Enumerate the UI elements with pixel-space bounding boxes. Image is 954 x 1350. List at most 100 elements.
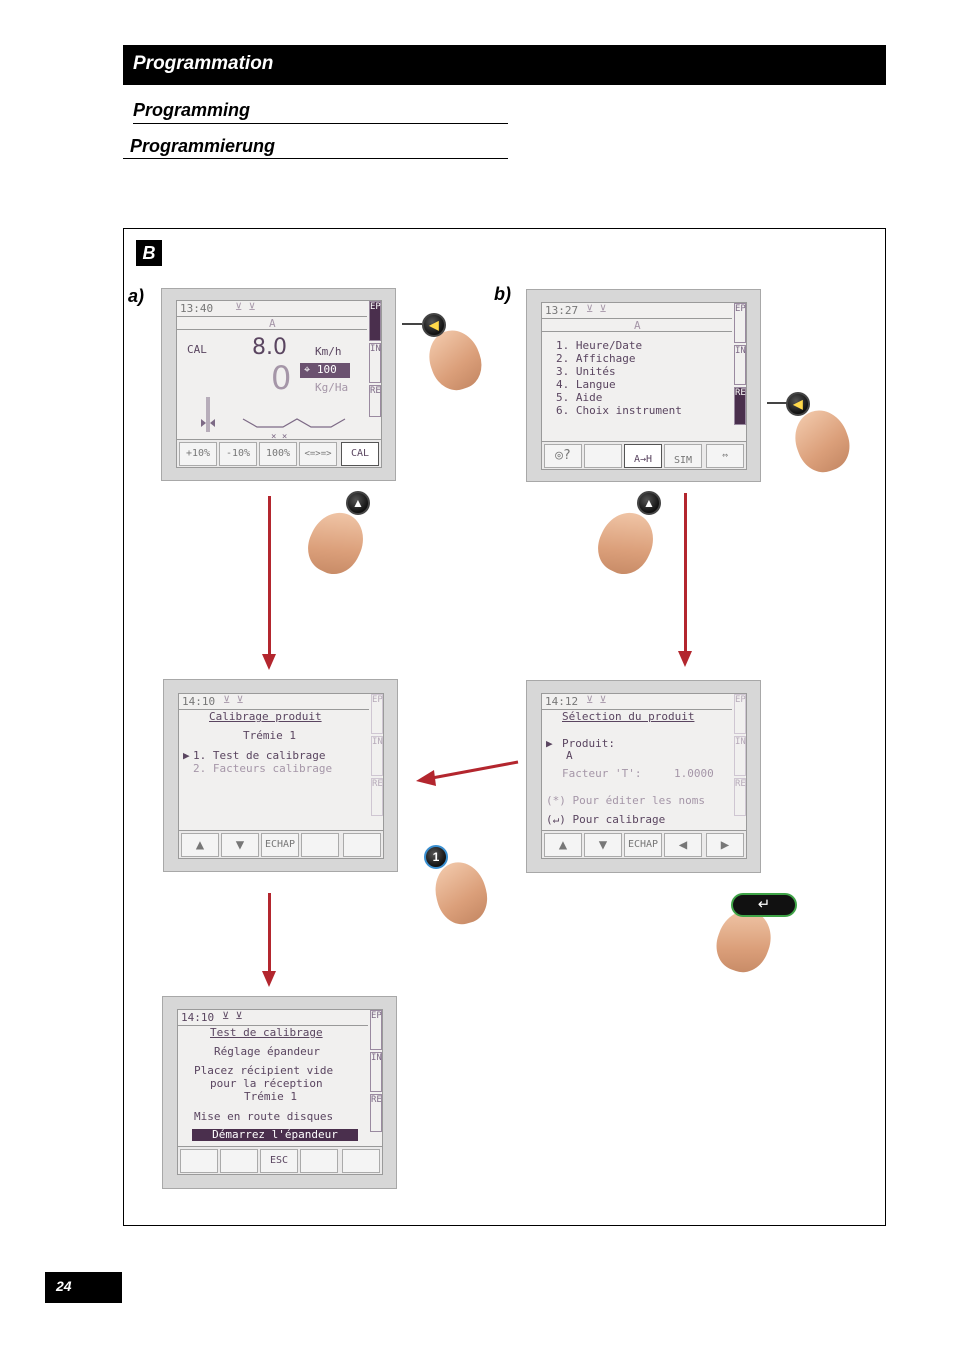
fkey-left[interactable]: ◀ (664, 833, 702, 857)
menu-item-5[interactable]: 5. Aide (556, 391, 603, 404)
screen-e: 14:10 ⊻ ⊻ Test de calibrage Réglage épan… (162, 996, 397, 1189)
product-label: Produit: (562, 737, 615, 750)
fkey-down[interactable]: ▼ (584, 833, 622, 857)
flow-arrow-b-down (684, 493, 687, 651)
up-arrow-button[interactable]: ▲ (346, 491, 370, 515)
spread-icon: ⇔ (721, 450, 729, 461)
fkey-spread-width[interactable]: ⇔ (706, 444, 744, 468)
fkey-cal[interactable]: CAL (341, 442, 379, 466)
fkey-up[interactable]: ▲ (544, 833, 582, 857)
fkey-plus10[interactable]: +10% (179, 442, 217, 466)
fkey-empty[interactable] (342, 1149, 380, 1173)
product-value[interactable]: A (566, 749, 573, 762)
subtitle-german: Programmierung (130, 136, 276, 156)
lcd-display: 13:40 ⊻ ⊻ A CAL 8.0 Km/h 0 ⌖ 100 Kg/Ha ×… (176, 300, 382, 468)
fkey-empty[interactable] (584, 444, 622, 468)
tab-reg[interactable]: REG (734, 778, 746, 816)
side-tabs: EPAN INFO REG (734, 694, 746, 834)
tab-reg[interactable]: REG (734, 387, 746, 425)
arrow-head (678, 651, 692, 667)
lcd-display: 13:27 ⊻ ⊻ A 1. Heure/Date 2. Affichage 3… (541, 302, 747, 470)
numeric-key-1[interactable]: 1 (424, 845, 448, 869)
hint-edit-names: (*) Pour éditer les noms (546, 794, 705, 807)
enter-button[interactable]: ↵ (731, 893, 797, 917)
fkey-product-select[interactable]: A→H (624, 444, 662, 468)
tab-epan[interactable]: EPAN (371, 694, 383, 734)
screen-b: 13:27 ⊻ ⊻ A 1. Heure/Date 2. Affichage 3… (526, 289, 761, 482)
fkey-minus10[interactable]: -10% (219, 442, 257, 466)
disc-icon: ◎ (555, 448, 563, 463)
tab-epan[interactable]: EPAN (369, 301, 381, 341)
menu-item-6[interactable]: 6. Choix instrument (556, 404, 682, 417)
fkey-empty[interactable] (301, 833, 339, 857)
menu-item-1[interactable]: 1. Heure/Date (556, 339, 643, 352)
clock: 14:10 (181, 1011, 215, 1024)
menu-item-3[interactable]: 3. Unités (556, 365, 616, 378)
tab-epan[interactable]: EPAN (734, 303, 746, 343)
side-tabs: EPAN INFO REG (370, 1010, 382, 1150)
side-tabs: EPAN INFO REG (369, 301, 381, 441)
rate-value: 0 (271, 359, 292, 397)
function-keys: ▲ ▼ ECHAP (179, 830, 383, 858)
tab-info[interactable]: INFO (369, 343, 381, 383)
side-tabs: EPAN INFO REG (371, 694, 383, 834)
fkey-down[interactable]: ▼ (221, 833, 259, 857)
function-keys: ESC (178, 1146, 382, 1174)
hopper-icons: ⊻ ⊻ (586, 304, 607, 315)
selection-cursor: ▶ (183, 749, 190, 762)
tab-info[interactable]: INFO (370, 1052, 382, 1092)
tab-epan[interactable]: EPAN (370, 1010, 382, 1050)
soft-key-button[interactable]: ◀ (786, 392, 810, 416)
arrow-head (262, 971, 276, 987)
screen-title: Sélection du produit (562, 710, 695, 723)
fkey-help[interactable]: ◎? (544, 444, 582, 468)
flow-arrow-c-down (268, 893, 271, 971)
menu-item-2[interactable]: 2. Affichage (556, 352, 636, 365)
fkey-empty[interactable] (343, 833, 381, 857)
fkey-sim[interactable]: SIM (664, 444, 702, 468)
fkey-empty[interactable] (300, 1149, 338, 1173)
screen-a: 13:40 ⊻ ⊻ A CAL 8.0 Km/h 0 ⌖ 100 Kg/Ha ×… (161, 288, 396, 481)
menu-item-1[interactable]: 1. Test de calibrage (193, 749, 326, 762)
page-number: 24 (56, 1278, 72, 1294)
clock: 14:10 (182, 695, 216, 708)
flow-arrow-a-down (268, 496, 271, 654)
hopper-icons: ⊻ ⊻ (586, 695, 607, 706)
tab-reg[interactable]: REG (371, 778, 383, 816)
soft-key-button[interactable]: ◀ (422, 313, 446, 337)
menu-item-4[interactable]: 4. Langue (556, 378, 616, 391)
hopper-icons: ⊻ ⊻ (235, 302, 256, 313)
hopper-icons: ⊻ ⊻ (222, 1011, 243, 1022)
speed-value: 8.0 (252, 335, 287, 360)
factor-value: 1.0000 (674, 767, 714, 780)
tab-epan[interactable]: EPAN (734, 694, 746, 734)
fkey-100[interactable]: 100% (259, 442, 297, 466)
fkey-empty[interactable] (180, 1149, 218, 1173)
instruction-line-3: pour la réception (210, 1077, 323, 1090)
function-keys: +10% -10% 100% <=>=> CAL (177, 439, 381, 467)
product-name: A (269, 317, 276, 330)
menu-item-2[interactable]: 2. Facteurs calibrage (193, 762, 333, 775)
tab-info[interactable]: INFO (371, 736, 383, 776)
mode-label: CAL (187, 343, 207, 356)
lcd-display: 14:10 ⊻ ⊻ Test de calibrage Réglage épan… (177, 1009, 383, 1175)
fkey-swap[interactable]: <=>=> (299, 442, 337, 466)
up-arrow-button[interactable]: ▲ (637, 491, 661, 515)
spreader-diagram-icon: × × (201, 397, 346, 442)
fkey-up[interactable]: ▲ (181, 833, 219, 857)
header-bar: Programmation (123, 45, 886, 85)
fkey-esc[interactable]: ESC (260, 1149, 298, 1173)
tab-reg[interactable]: REG (370, 1094, 382, 1132)
fkey-echap[interactable]: ECHAP (261, 833, 299, 857)
fkey-right[interactable]: ▶ (706, 833, 744, 857)
tab-info[interactable]: INFO (734, 736, 746, 776)
clock: 14:12 (545, 695, 579, 708)
fkey-echap[interactable]: ECHAP (624, 833, 662, 857)
tab-reg[interactable]: REG (369, 385, 381, 417)
function-keys: ▲ ▼ ECHAP ◀ ▶ (542, 830, 746, 858)
instruction-line-5: Mise en route disques (194, 1110, 334, 1123)
fkey-empty[interactable] (220, 1149, 258, 1173)
pointer-line (402, 323, 422, 325)
target-icon: ⌖ (304, 363, 317, 376)
tab-info[interactable]: INFO (734, 345, 746, 385)
